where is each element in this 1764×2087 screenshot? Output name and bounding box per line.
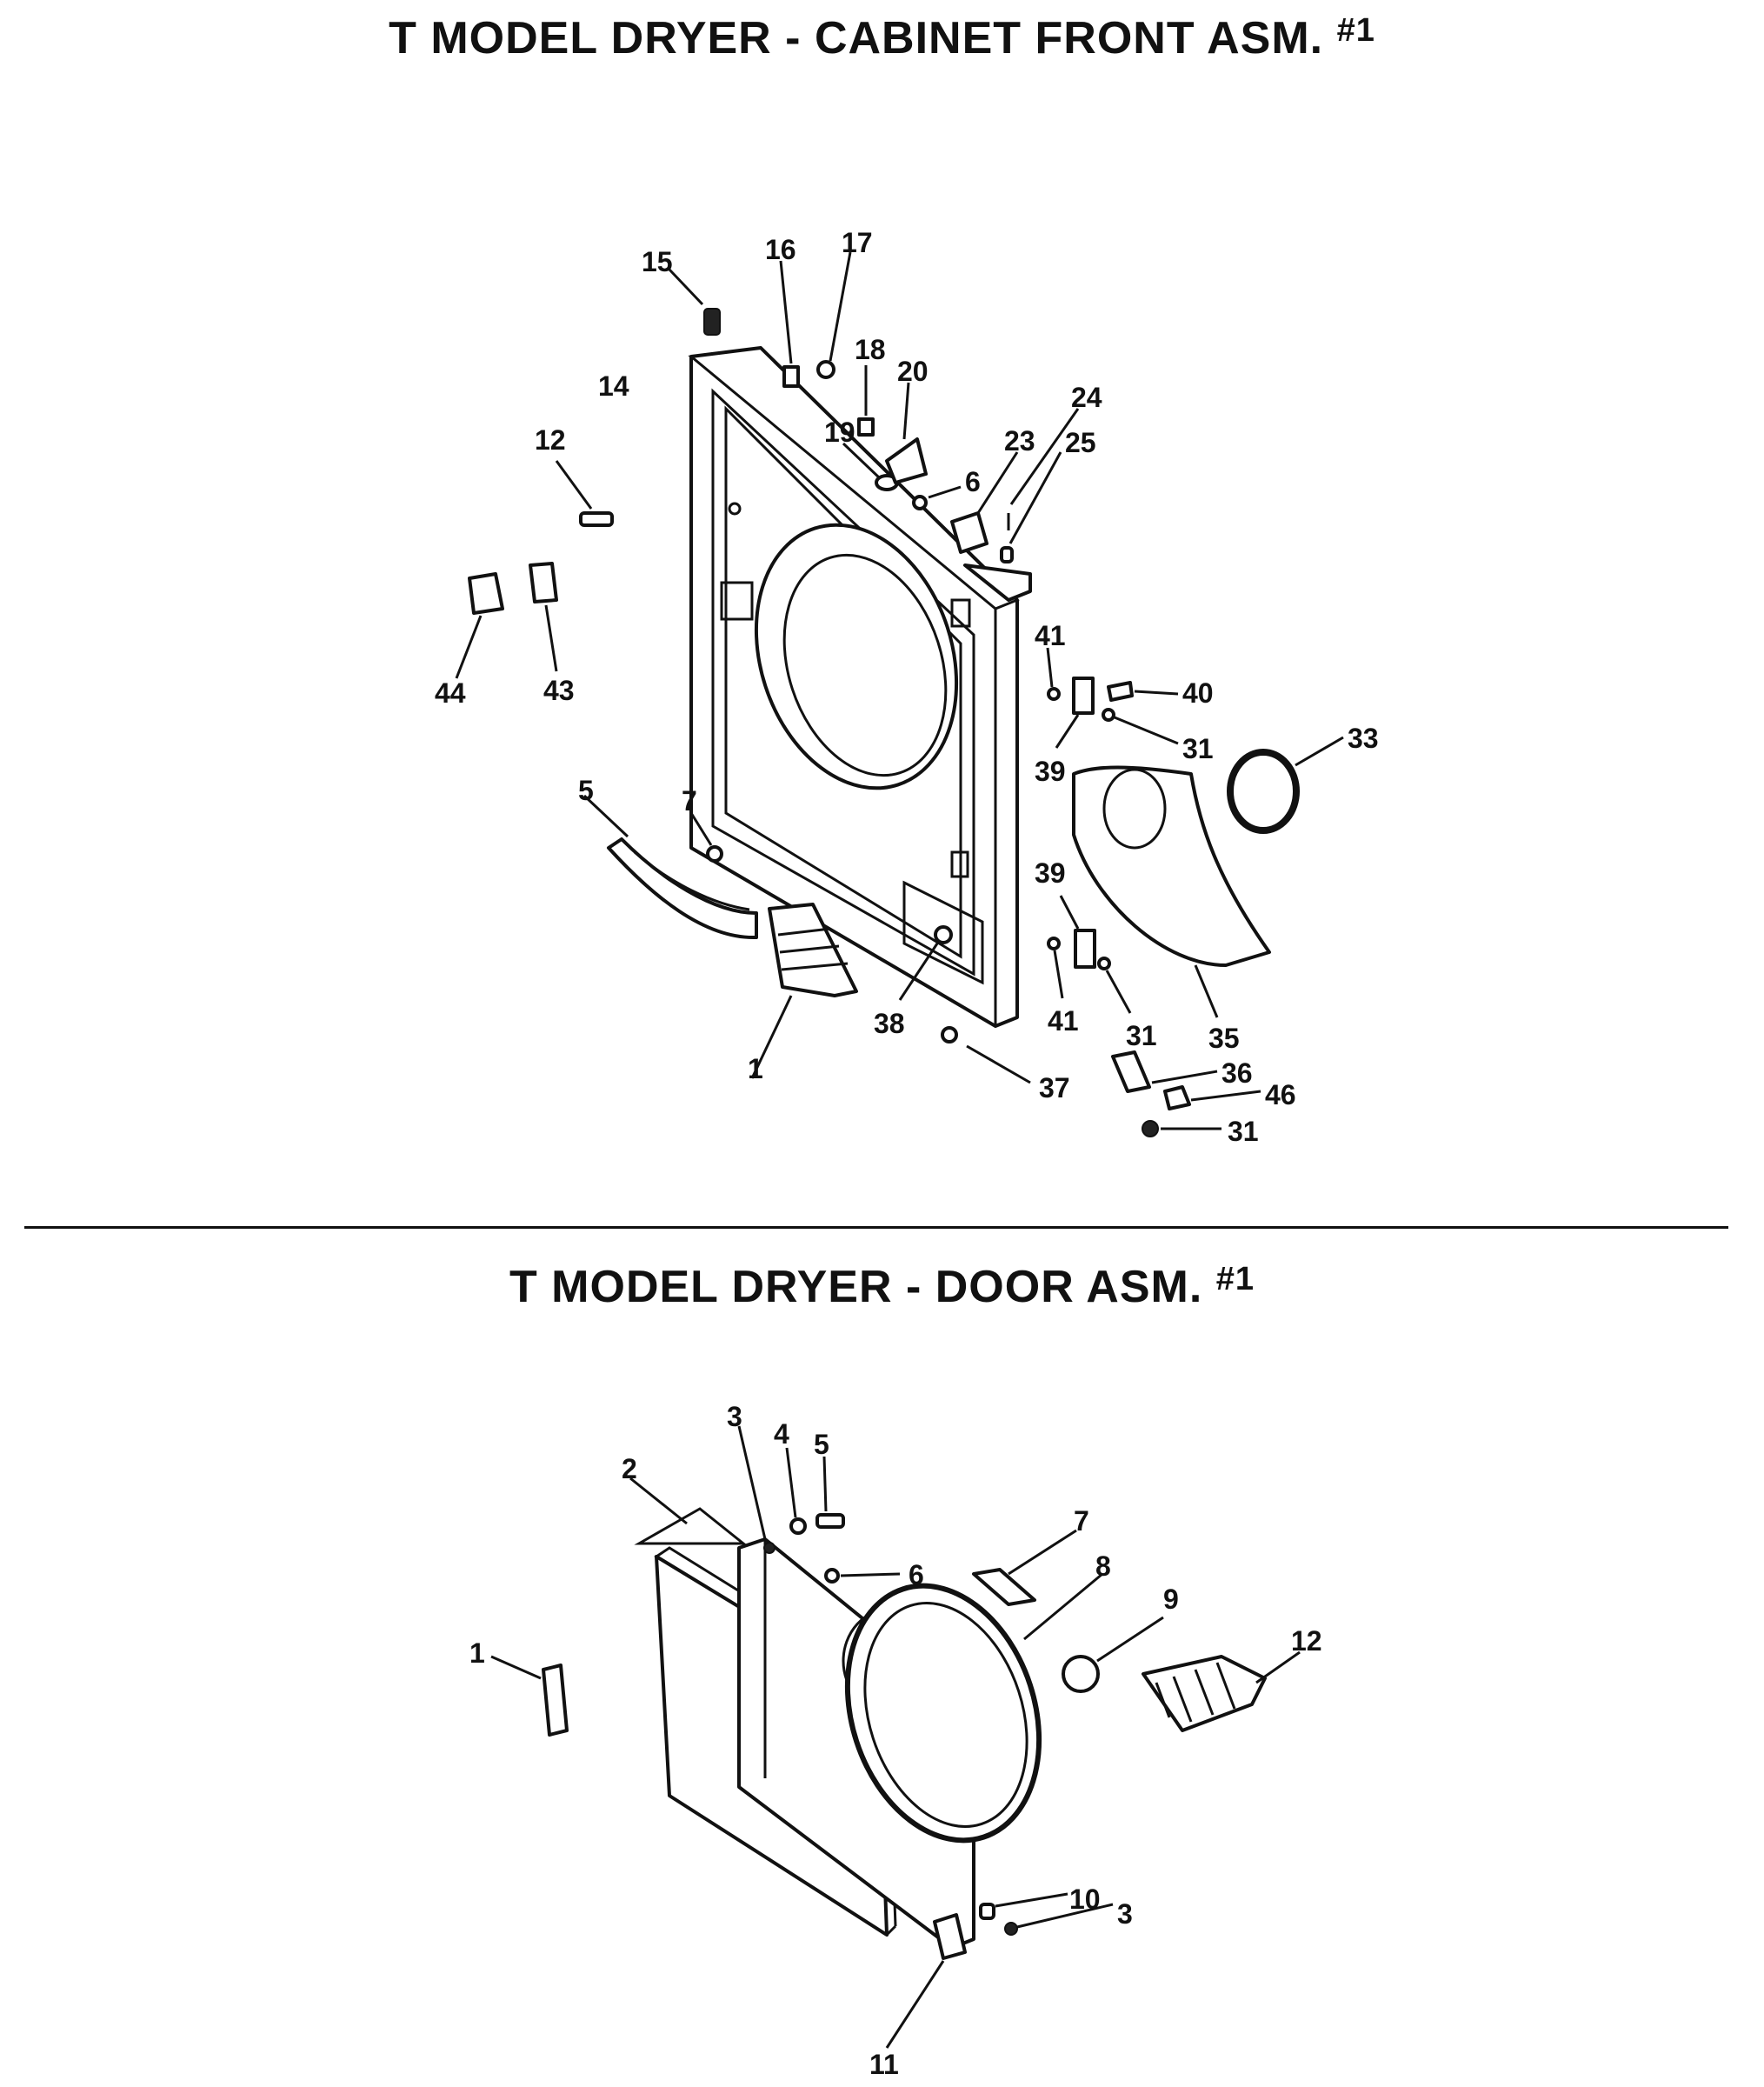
label-19: 19 [824,417,855,448]
label-16: 16 [765,234,796,265]
door-assembly-diagram: 3 4 5 2 6 7 8 9 12 1 10 3 11 [469,1401,1322,2080]
label-25: 25 [1065,427,1096,458]
switch-44-part [455,572,504,679]
screw-31-bottom-part [1142,1120,1221,1137]
label-41-bottom: 41 [1048,1005,1079,1037]
label-31-top: 31 [1182,733,1214,764]
door-label-3-top: 3 [727,1401,742,1432]
door-title-number: #1 [1215,1261,1255,1297]
gasket-43-part [529,562,558,672]
rack-12-part [1142,1650,1301,1732]
door-label-11: 11 [869,2049,899,2080]
label-41-top: 41 [1035,620,1066,651]
label-9-part [1062,1616,1164,1693]
part-10 [979,1892,1068,1920]
label-38: 38 [874,1008,905,1039]
hinge-23-part [950,451,1019,554]
lint-grille-1-part [750,903,858,1079]
label-35: 35 [1208,1023,1240,1054]
door-label-7: 7 [1074,1505,1089,1537]
door-title-text: T MODEL DRYER - DOOR ASM. [509,1262,1203,1312]
door-handle-1-part [490,1655,569,1737]
door-label-12: 12 [1291,1625,1322,1657]
door-label-3-bottom: 3 [1117,1898,1133,1930]
screw-41-top-part [1046,647,1061,701]
part-46 [1163,1085,1261,1110]
screw-3-bottom-part [1004,1903,1114,1936]
label-31-bottom: 31 [1228,1116,1259,1147]
label-23: 23 [1004,425,1035,457]
section-divider [24,1226,1728,1229]
label-44: 44 [435,677,466,709]
door-label-9: 9 [1163,1584,1179,1615]
screw-17-part [816,251,852,379]
cabinet-title-text: T MODEL DRYER - CABINET FRONT ASM. [389,13,1324,63]
bracket-36-part [1111,1050,1218,1093]
part-12-cabinet [555,460,614,527]
label-33: 33 [1348,723,1379,754]
label-15: 15 [642,246,673,277]
label-20: 20 [897,356,929,387]
gasket-8-part [844,1572,1103,1844]
label-39-top: 39 [1035,756,1066,787]
door-label-5: 5 [814,1429,829,1460]
door-label-6: 6 [909,1559,924,1590]
screw-6-part [912,485,962,510]
door-label-1: 1 [469,1637,485,1669]
label-12: 12 [535,424,566,456]
grille-5-part [582,794,758,940]
label-46: 46 [1265,1079,1296,1110]
part-18 [857,365,875,437]
label-14: 14 [598,370,629,402]
label-43: 43 [543,675,575,706]
bracket-20-part [885,382,928,484]
door-assembly-title: T MODEL DRYER - DOOR ASM. #1 [0,1261,1764,1313]
part-38 [898,925,953,1001]
part-25 [1000,451,1062,563]
screen-7-part [972,1529,1077,1606]
screw-7-part [689,812,723,863]
label-1: 1 [748,1053,763,1084]
screw-6-door-part [824,1568,901,1584]
door-label-10: 10 [1069,1884,1101,1915]
screw-24-part [1007,408,1080,530]
label-17: 17 [842,227,873,258]
pin-5-part [815,1456,845,1529]
cabinet-front-diagram: 15 16 17 18 20 14 19 6 23 24 25 12 44 43… [435,227,1379,1147]
bracket-39-bottom-part [1059,895,1096,969]
duct-35-part [1072,765,1271,1018]
label-40: 40 [1182,677,1214,709]
door-label-8: 8 [1095,1550,1111,1582]
washer-4-part [785,1447,807,1535]
screw-41-bottom-part [1047,937,1064,999]
front-panel-part [688,346,1032,1028]
label-31-mid: 31 [1126,1020,1157,1051]
label-37: 37 [1039,1072,1070,1104]
cabinet-title-number: #1 [1336,12,1375,49]
screw-31-top-part [1102,708,1179,745]
cabinet-front-title: T MODEL DRYER - CABINET FRONT ASM. #1 [0,12,1764,64]
label-7: 7 [682,785,697,817]
door-label-4: 4 [774,1418,789,1450]
clip-16-part [779,260,800,388]
screw-31-mid-part [1097,957,1132,1014]
part-40 [1107,681,1179,702]
screw-37-part [941,1026,1031,1084]
hinge-11-part [885,1913,967,2049]
label-24: 24 [1071,382,1102,413]
ring-33-part [1227,736,1344,834]
label-6: 6 [965,466,981,497]
screw-15-part [668,268,721,336]
bracket-39-top-part [1055,677,1095,749]
door-label-2: 2 [622,1453,637,1484]
screw-3-top-part [737,1425,775,1554]
label-36: 36 [1221,1057,1253,1089]
label-18: 18 [855,334,886,365]
label-5: 5 [578,775,594,806]
label-39-bottom: 39 [1035,857,1066,889]
